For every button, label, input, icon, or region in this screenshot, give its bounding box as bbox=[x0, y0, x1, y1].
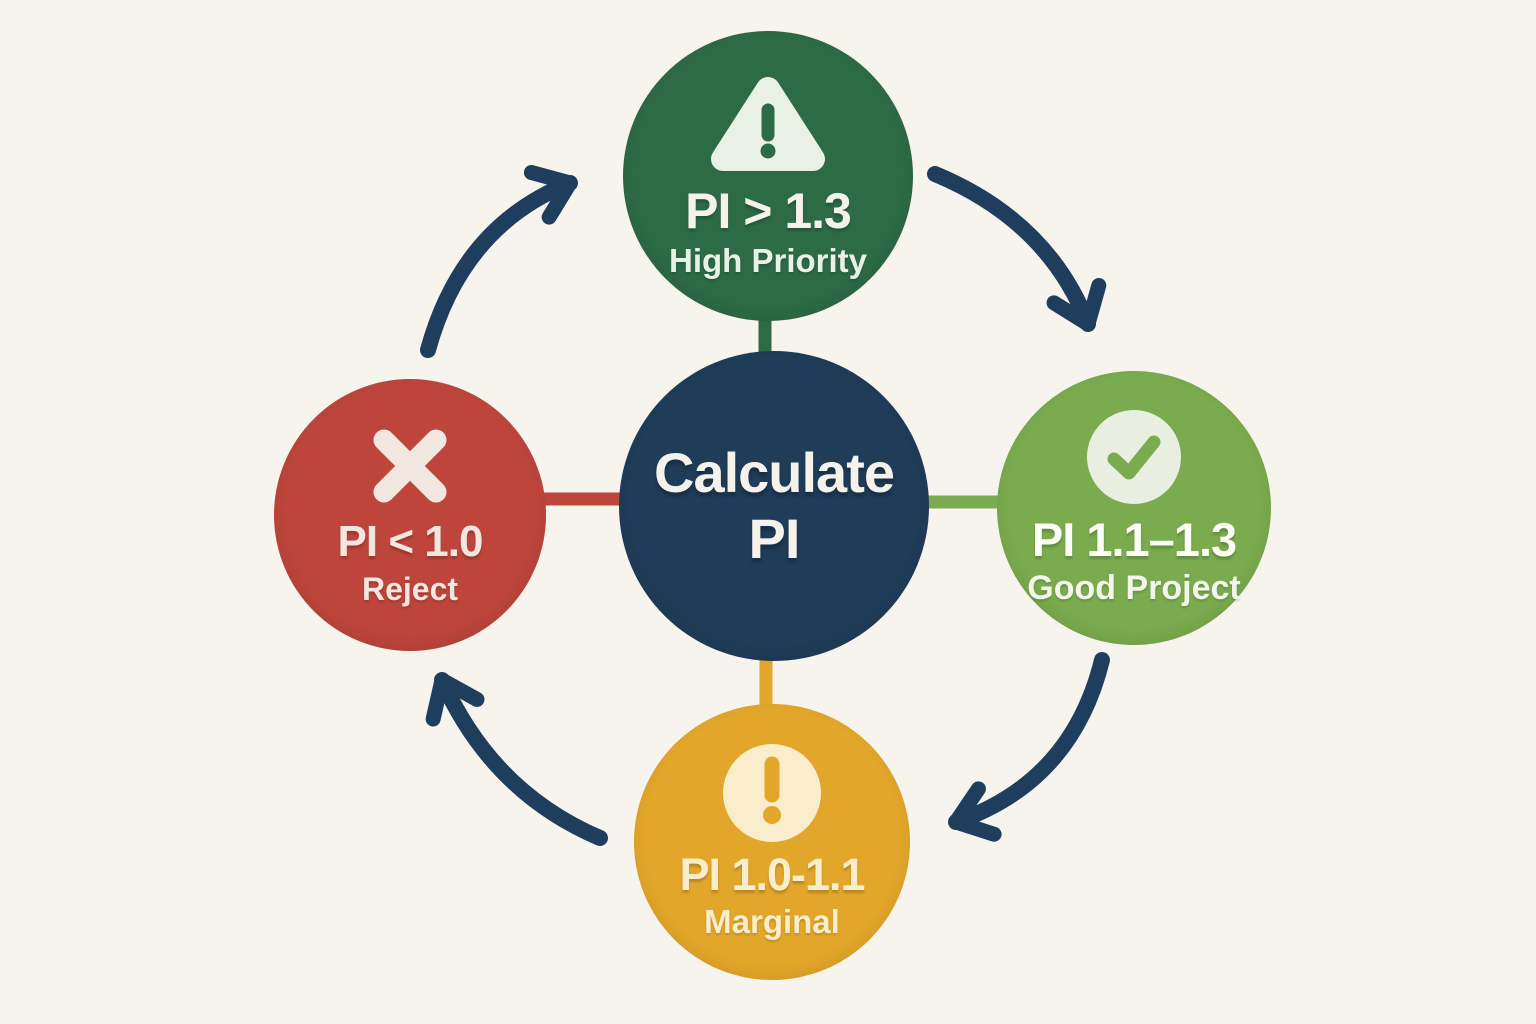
node-reject: PI < 1.0 Reject bbox=[274, 379, 546, 651]
node-high-priority: PI > 1.3 High Priority bbox=[623, 31, 913, 321]
node-right-subtitle: Good Project bbox=[1027, 568, 1241, 607]
node-good-project: PI 1.1–1.3 Good Project bbox=[997, 371, 1271, 645]
warning-triangle-icon bbox=[711, 76, 825, 171]
node-left-subtitle: Reject bbox=[361, 570, 459, 607]
node-marginal: PI 1.0-1.1 Marginal bbox=[634, 704, 910, 980]
arrow-bottom-to-left bbox=[425, 672, 608, 846]
node-calculate-pi: Calculate PI bbox=[619, 351, 929, 661]
center-title: Calculate PI bbox=[654, 440, 895, 572]
node-right-title: PI 1.1–1.3 bbox=[1031, 512, 1237, 566]
node-left-title: PI < 1.0 bbox=[337, 517, 484, 567]
node-bottom-subtitle: Marginal bbox=[704, 903, 840, 941]
exclamation-circle-icon bbox=[723, 744, 821, 843]
arrow-right-to-bottom bbox=[948, 652, 1110, 842]
center-title-line1: Calculate bbox=[654, 440, 895, 504]
x-icon bbox=[373, 429, 447, 503]
checkmark-circle-icon bbox=[1087, 409, 1181, 504]
center-title-line2: PI bbox=[748, 507, 801, 570]
node-top-subtitle: High Priority bbox=[668, 242, 868, 280]
arrow-top-to-right bbox=[927, 166, 1107, 332]
node-top-title: PI > 1.3 bbox=[685, 182, 852, 239]
node-bottom-title: PI 1.0-1.1 bbox=[679, 849, 865, 901]
arrow-left-to-top bbox=[420, 165, 578, 358]
